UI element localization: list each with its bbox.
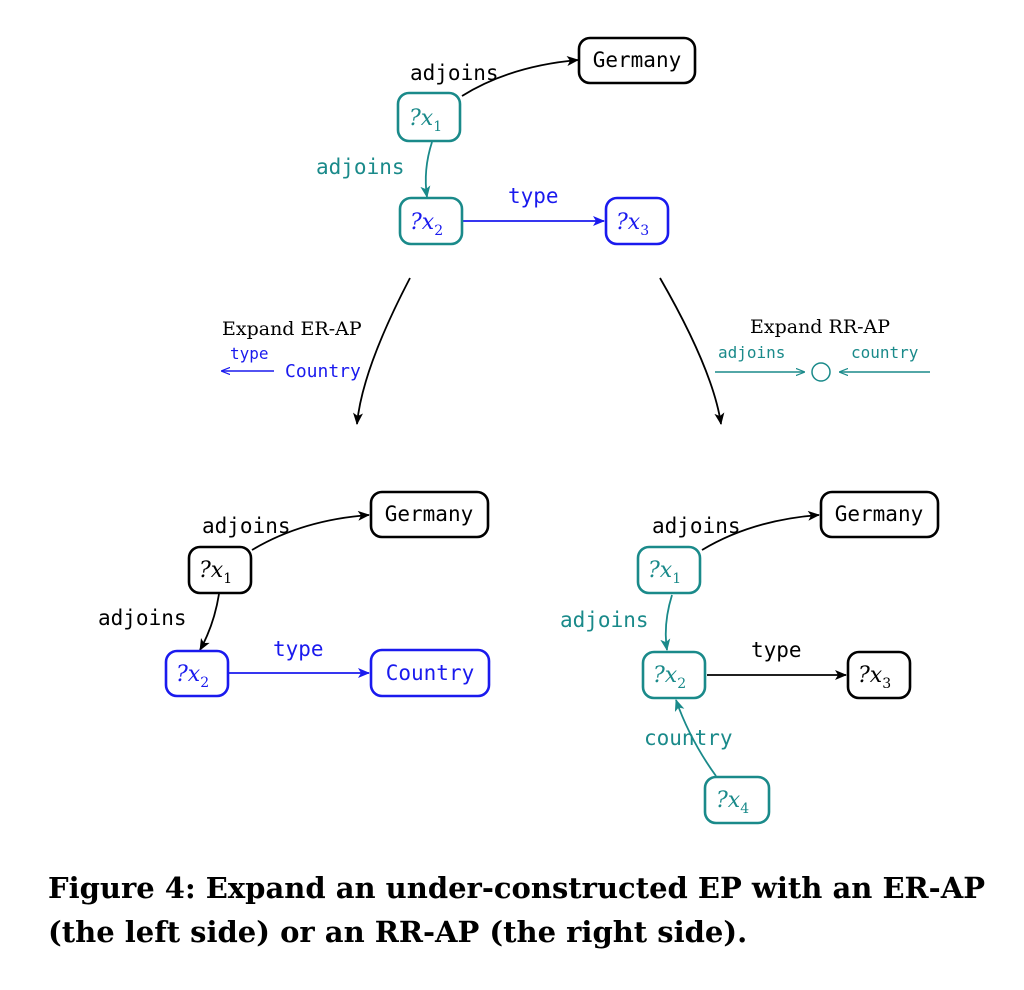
expand-right: Expand RR-AP adjoins country bbox=[659, 277, 930, 425]
expand-left-edge-label: type bbox=[230, 344, 269, 363]
expand-right-edge-right-label: country bbox=[851, 343, 919, 362]
right-edge-x1-germany-label: adjoins bbox=[652, 514, 741, 538]
right-node-x4: ?x4 bbox=[703, 775, 771, 825]
top-edge-x1-germany-label: adjoins bbox=[410, 61, 499, 85]
svg-text:Germany: Germany bbox=[385, 502, 474, 526]
left-edge-x1-x2 bbox=[199, 593, 220, 651]
svg-text:Country: Country bbox=[386, 661, 475, 685]
right-edge-x2-x3-label: type bbox=[751, 638, 802, 662]
left-edge-x2-country-label: type bbox=[273, 637, 324, 661]
right-node-x2: ?x2 bbox=[641, 650, 707, 700]
left-edge-x1-germany bbox=[251, 510, 370, 551]
expansion-diagram: adjoins adjoins type Germany ?x1 ?x2 ?x3… bbox=[98, 36, 940, 825]
right-edge-x1-x2 bbox=[660, 594, 673, 651]
top-edge-x2-x3-label: type bbox=[508, 184, 559, 208]
caption-line-2: (the left side) or an RR-AP (the right s… bbox=[48, 915, 748, 949]
top-node-x1: ?x1 bbox=[396, 91, 462, 143]
right-edge-x1-x2-label: adjoins bbox=[560, 608, 649, 632]
left-node-x2: ?x2 bbox=[164, 649, 230, 698]
expand-right-edge-left-label: adjoins bbox=[718, 343, 785, 362]
expand-left-node-label: Country bbox=[285, 361, 361, 382]
figure-caption: Figure 4: Expand an under-constructed EP… bbox=[48, 866, 988, 954]
svg-text:?x1: ?x1 bbox=[648, 558, 681, 587]
svg-text:?x1: ?x1 bbox=[199, 558, 232, 587]
top-node-x3: ?x3 bbox=[604, 196, 670, 246]
right-edge-x4-x2 bbox=[674, 699, 717, 777]
top-edge-x1-germany bbox=[461, 55, 579, 97]
svg-text:?x2: ?x2 bbox=[653, 663, 686, 692]
svg-text:?x3: ?x3 bbox=[616, 210, 649, 239]
left-edge-x1-germany-label: adjoins bbox=[202, 514, 291, 538]
expand-right-title: Expand RR-AP bbox=[750, 316, 890, 338]
expand-right-blank-node bbox=[811, 362, 831, 382]
left-node-germany: Germany bbox=[369, 490, 490, 539]
svg-text:?x1: ?x1 bbox=[409, 106, 442, 135]
right-node-x1: ?x1 bbox=[636, 545, 702, 595]
top-node-germany: Germany bbox=[577, 36, 697, 85]
top-edge-x1-x2 bbox=[420, 141, 433, 198]
caption-line-1: Figure 4: Expand an under-constructed EP… bbox=[48, 871, 986, 905]
top-graph: adjoins adjoins type Germany ?x1 ?x2 ?x3 bbox=[316, 36, 697, 246]
left-node-country: Country bbox=[369, 648, 491, 698]
expand-left-title: Expand ER-AP bbox=[222, 318, 362, 340]
expand-left-arrow bbox=[353, 277, 411, 425]
svg-text:Germany: Germany bbox=[835, 502, 924, 526]
top-node-x2: ?x2 bbox=[398, 196, 464, 246]
svg-text:?x2: ?x2 bbox=[176, 662, 209, 691]
right-node-x3: ?x3 bbox=[846, 650, 912, 700]
right-edge-x1-germany bbox=[701, 510, 820, 551]
left-graph: adjoins adjoins type Germany ?x1 ?x2 Cou… bbox=[98, 490, 491, 698]
svg-text:?x4: ?x4 bbox=[716, 788, 749, 817]
svg-text:Germany: Germany bbox=[593, 48, 682, 72]
svg-text:?x2: ?x2 bbox=[410, 210, 443, 239]
expand-left: Expand ER-AP type Country bbox=[222, 277, 411, 425]
expand-right-arrow bbox=[659, 277, 725, 425]
right-edge-x4-x2-label: country bbox=[644, 726, 733, 750]
left-edge-x1-x2-label: adjoins bbox=[98, 606, 187, 630]
right-node-germany: Germany bbox=[819, 490, 940, 539]
left-node-x1: ?x1 bbox=[187, 545, 253, 595]
top-edge-x1-x2-label: adjoins bbox=[316, 155, 405, 179]
right-graph: adjoins adjoins type country Germany ?x1… bbox=[560, 490, 940, 825]
svg-text:?x3: ?x3 bbox=[858, 663, 891, 692]
